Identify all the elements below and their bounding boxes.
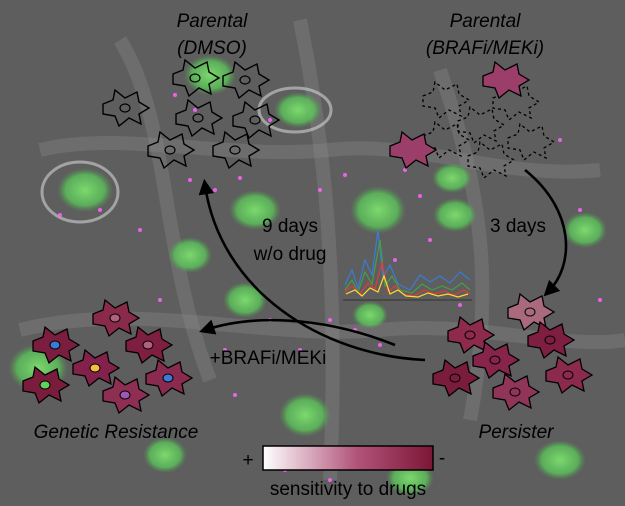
legend-minus: - <box>439 448 445 469</box>
parental-dmso-nuclei <box>119 73 261 155</box>
label-parental-drug-1: Parental <box>450 11 522 32</box>
arrow-persister-to-resistance <box>199 318 396 347</box>
trace-plot <box>343 229 472 301</box>
label-persister: Persister <box>479 422 555 443</box>
label-parental-drug-2: (BRAFi/MEKi) <box>426 38 544 59</box>
arrow-parental-to-persister <box>524 168 568 297</box>
persister-nuclei <box>449 307 574 397</box>
legend-plus: + <box>242 450 253 471</box>
label-3-days: 3 days <box>490 216 546 237</box>
legend-gradient-bar <box>262 445 434 471</box>
arrow-persister-to-parental <box>198 178 426 362</box>
label-genetic-resistance: Genetic Resistance <box>34 422 199 443</box>
legend-caption: sensitivity to drugs <box>270 479 426 500</box>
label-9-days: 9 days <box>262 216 318 237</box>
label-parental-dmso-1: Parental <box>177 11 249 32</box>
label-add-drug: +BRAFi/MEKi <box>210 348 327 369</box>
label-without-drug: w/o drug <box>253 244 327 265</box>
arrows <box>198 168 568 362</box>
resistant-nuclei <box>39 313 174 400</box>
sensitivity-legend: + - sensitivity to drugs <box>242 445 445 500</box>
label-parental-dmso-2: (DMSO) <box>177 38 247 59</box>
